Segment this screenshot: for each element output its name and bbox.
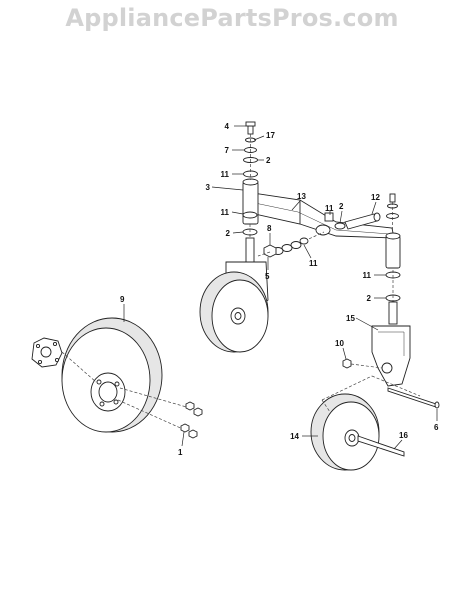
left-wheel-assembly: [31, 317, 203, 439]
callout-11-right: 11: [363, 271, 372, 280]
callout-12: 12: [371, 193, 380, 202]
callout-labels: 4 17 7 2 11 3 13 11 2 12 11 2 8 5 11 11 …: [120, 122, 439, 457]
left-caster-wheel: [199, 261, 269, 353]
pivot-bolt-hardware: [257, 212, 381, 258]
callout-6: 6: [434, 423, 439, 432]
right-caster-assembly: [310, 325, 440, 471]
left-spindle-hardware: [242, 121, 258, 263]
callout-10: 10: [335, 339, 344, 348]
callout-2-left-lower: 2: [226, 229, 231, 238]
callout-4: 4: [225, 122, 230, 131]
callout-1: 1: [178, 448, 183, 457]
callout-15: 15: [346, 314, 355, 323]
callout-13: 13: [297, 192, 306, 201]
callout-2-right: 2: [367, 294, 372, 303]
callout-2-center: 2: [339, 202, 344, 211]
callout-11-left-lower: 11: [221, 208, 230, 217]
callout-11-center: 11: [325, 204, 334, 213]
callout-14: 14: [290, 432, 299, 441]
callout-11-washers: 11: [309, 259, 318, 268]
callout-2-top: 2: [266, 156, 271, 165]
callout-5: 5: [265, 272, 270, 281]
callout-16: 16: [399, 431, 408, 440]
callout-3: 3: [206, 183, 211, 192]
leader-lines: [123, 125, 438, 450]
callout-17: 17: [266, 131, 275, 140]
callout-8: 8: [267, 224, 272, 233]
right-spindle-hardware: [385, 193, 401, 325]
callout-7: 7: [225, 146, 230, 155]
callout-11-top: 11: [221, 170, 230, 179]
watermark: AppliancePartsPros.com: [65, 4, 399, 32]
callout-9: 9: [120, 295, 125, 304]
